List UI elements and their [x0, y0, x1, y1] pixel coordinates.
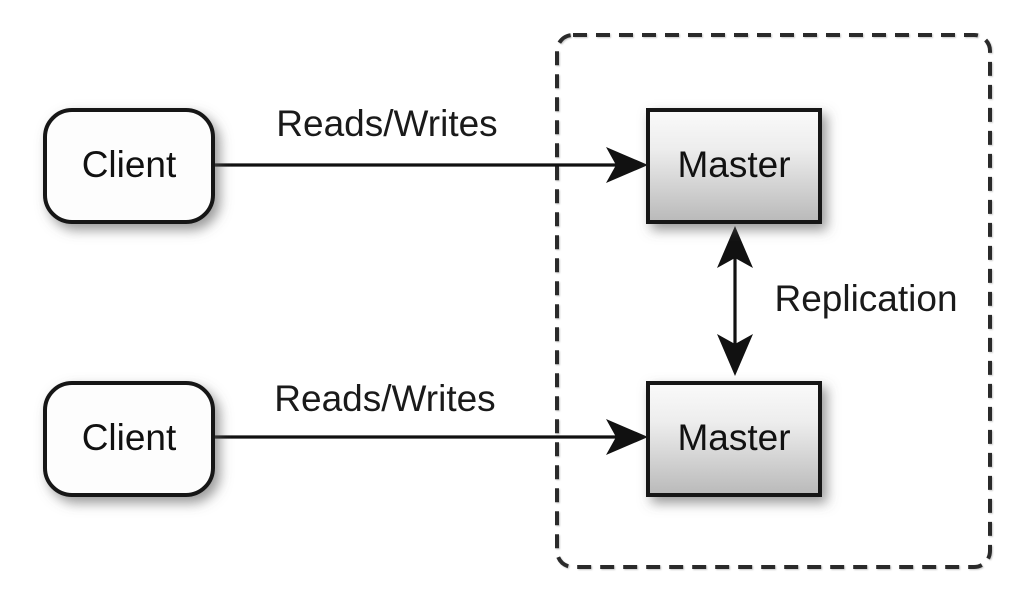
client-top-label: Client: [82, 144, 177, 185]
arrow-head-icon: [606, 419, 648, 455]
node-client-bottom[interactable]: Client: [43, 381, 215, 497]
node-master-top[interactable]: Master: [646, 108, 822, 224]
client-top-shape[interactable]: [43, 108, 215, 224]
edge-client-bottom-master-bottom: [213, 419, 648, 455]
master-cluster-boundary: [555, 33, 992, 569]
client-bottom-shape[interactable]: [43, 381, 215, 497]
edge-label-replication: Replication: [774, 278, 957, 319]
master-top-label: Master: [677, 144, 790, 185]
arrow-head-icon: [606, 147, 648, 183]
node-client-top[interactable]: Client: [43, 108, 215, 224]
edge-client-top-master-top: [213, 147, 648, 183]
arrow-head-up-icon: [717, 226, 753, 268]
master-bottom-shape[interactable]: [646, 381, 822, 497]
master-bottom-label: Master: [677, 417, 790, 458]
client-bottom-label: Client: [82, 417, 177, 458]
arrow-head-down-icon: [717, 334, 753, 376]
master-top-shape[interactable]: [646, 108, 822, 224]
edge-master-replication: [717, 226, 753, 376]
node-master-bottom[interactable]: Master: [646, 381, 822, 497]
edge-label-reads-writes-top: Reads/Writes: [276, 103, 497, 144]
edge-label-reads-writes-bottom: Reads/Writes: [274, 378, 495, 419]
group-boundary-rect: [555, 33, 992, 569]
